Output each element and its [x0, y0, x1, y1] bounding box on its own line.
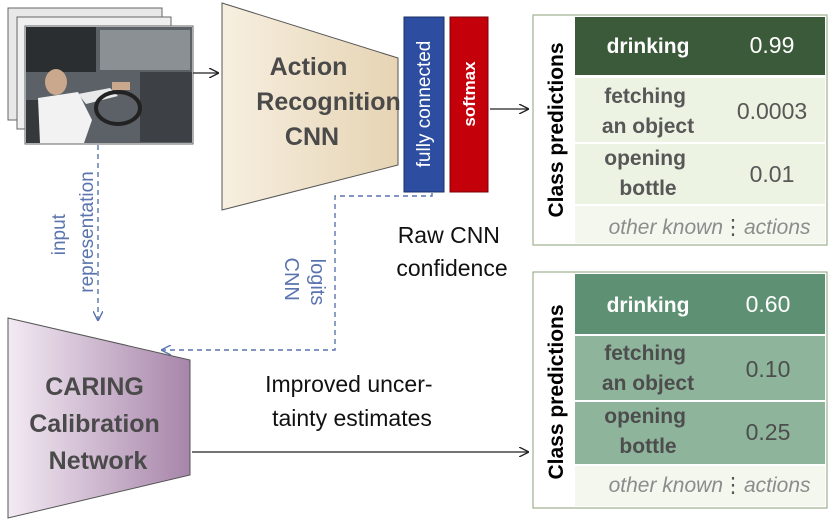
cnn-logits-label: CNN logits [280, 258, 328, 307]
caring-network-label: CARING Calibration Network [29, 373, 167, 475]
top-row-opening-value: 0.01 [750, 161, 795, 187]
top-row-other [575, 206, 825, 243]
driver-frame-image [26, 27, 192, 143]
action-recognition-cnn [221, 2, 399, 211]
softmax-label: softmax [460, 61, 479, 127]
bottom-row-opening-value: 0.25 [746, 419, 791, 445]
bottom-table-header: Class predictions [545, 304, 568, 479]
bottom-row-other-right: actions [744, 474, 811, 497]
action-cnn-label: Action Recognition CNN [256, 53, 407, 151]
top-table-header: Class predictions [545, 42, 568, 217]
bottom-row-opening [575, 402, 825, 464]
bottom-row-drinking [575, 274, 825, 334]
fully-connected-label: fully connected [414, 41, 435, 168]
top-row-other-left: other known [609, 216, 723, 239]
bottom-row-drinking-value: 0.60 [746, 291, 791, 317]
top-row-other-right: actions [744, 216, 811, 239]
bottom-row-other-sep: ⋮ [723, 474, 744, 497]
top-row-opening [575, 144, 825, 204]
bottom-row-fetching-value: 0.10 [746, 356, 791, 382]
fully-connected-layer [403, 16, 445, 193]
bottom-row-other-left: other known [609, 474, 723, 497]
improved-estimates-label: Improved uncer- tainty estimates [265, 371, 439, 431]
top-prediction-table: Class predictions drinking 0.99 fetching… [532, 14, 828, 246]
bottom-row-fetching-class: fetching an object [602, 342, 694, 395]
bottom-row-opening-class: opening bottle [604, 405, 692, 458]
input-video-frames [7, 7, 194, 145]
top-row-drinking-class: drinking [607, 35, 690, 58]
top-row-fetching-class: fetching an object [602, 85, 694, 138]
input-representation-label: input representation [49, 171, 98, 292]
top-row-other-sep: ⋮ [723, 216, 744, 239]
top-row-drinking-value: 0.99 [750, 32, 795, 58]
top-row-fetching-value: 0.0003 [737, 98, 807, 124]
top-row-fetching [575, 78, 825, 142]
bottom-row-fetching [575, 336, 825, 400]
softmax-layer [449, 16, 489, 193]
caring-calibration-network [7, 317, 191, 519]
top-row-opening-class: opening bottle [604, 147, 692, 200]
bottom-row-drinking-class: drinking [607, 294, 690, 317]
top-row-drinking [575, 17, 825, 75]
raw-cnn-confidence-label: Raw CNN confidence [396, 222, 507, 281]
cnn-logits-arrow [162, 193, 433, 350]
bottom-row-other [575, 466, 825, 506]
bottom-prediction-table: Class predictions drinking 0.60 fetching… [532, 271, 828, 509]
